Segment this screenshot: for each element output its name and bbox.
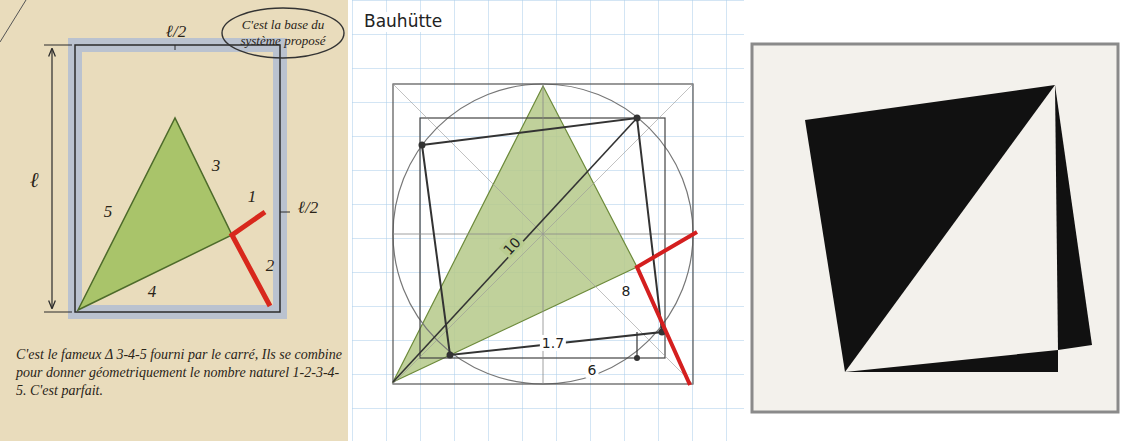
blue-shading — [75, 45, 280, 312]
midpoint-tick — [280, 212, 290, 213]
sheet-heading: Bauhütte — [362, 12, 444, 32]
dimension-label: ℓ — [30, 168, 39, 192]
callout-text: C'est la base du système proposé — [236, 17, 330, 48]
graph-paper-ground — [352, 0, 744, 441]
canvas-frame — [752, 44, 1118, 412]
dimension-label: ℓ/2 — [166, 22, 186, 42]
length-number: 6 — [586, 362, 599, 378]
corner-dot — [634, 115, 641, 122]
inner-square — [420, 118, 665, 358]
tilted-square — [422, 118, 662, 355]
corner-dot — [634, 355, 640, 361]
cloud-outline — [222, 8, 344, 58]
segment-length: 1 — [248, 187, 257, 207]
cloud-callout: C'est la base du système proposé — [220, 6, 346, 60]
handwritten-note: C'est le fameux Δ 3-4-5 fourni par le ca… — [16, 346, 342, 401]
black-shape — [1055, 85, 1092, 350]
dimension-tick — [44, 312, 72, 313]
red-segments — [232, 212, 270, 306]
segment-length: 2 — [266, 256, 275, 276]
dimension-label: ℓ/2 — [298, 198, 318, 218]
circle — [393, 84, 693, 384]
red-segments — [637, 232, 697, 385]
length-number: 1.7 — [540, 335, 566, 351]
graph-paper-grid — [352, 0, 744, 441]
paper-ground — [0, 0, 348, 441]
corner-dot — [447, 352, 454, 359]
black-shape — [805, 85, 1055, 372]
diagonal-line — [393, 118, 637, 382]
outer-square — [393, 84, 693, 384]
corner-dot — [419, 142, 426, 149]
black-shape — [845, 350, 1058, 372]
side-length: 4 — [148, 282, 157, 302]
green-triangle — [78, 118, 232, 310]
side-length: 3 — [212, 156, 221, 176]
dimension-line — [51, 49, 52, 308]
painting-ground — [748, 0, 1122, 441]
length-number: 8 — [620, 283, 633, 299]
pencil-stroke — [0, 0, 26, 42]
tick-line — [636, 332, 637, 358]
dimension-tick — [44, 45, 72, 46]
construction-line — [393, 84, 693, 384]
midpoint-tick — [175, 45, 176, 50]
square-outline — [75, 45, 280, 312]
side-length: 5 — [104, 202, 113, 222]
construction-line — [393, 84, 693, 384]
